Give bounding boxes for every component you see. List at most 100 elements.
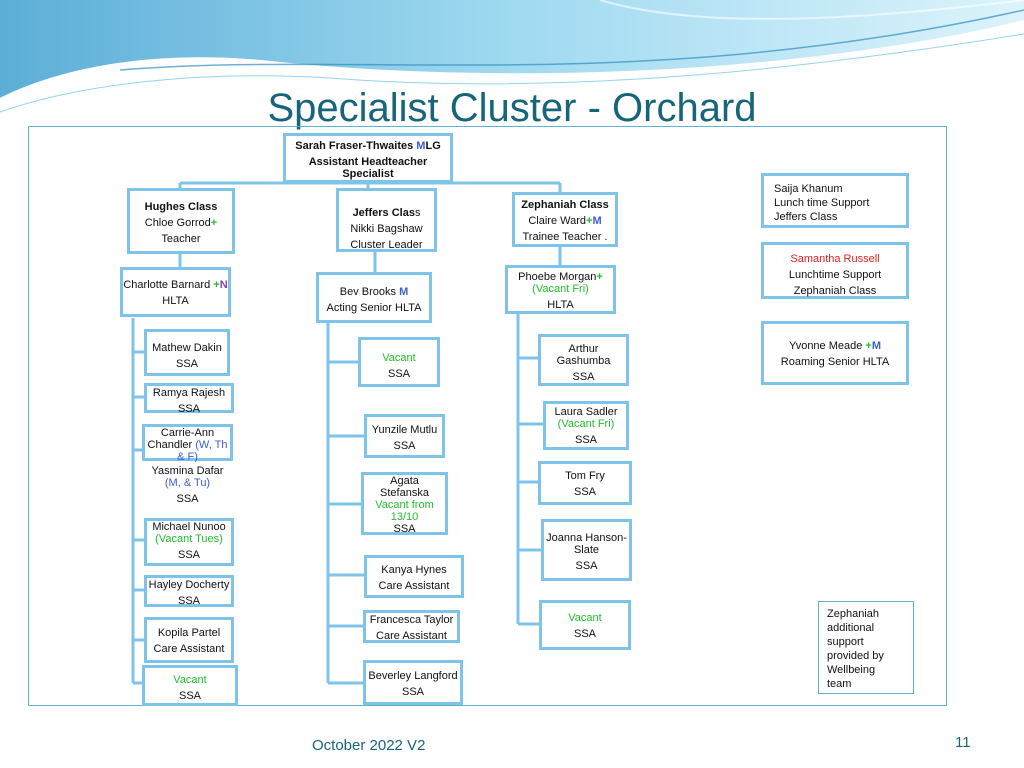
head-role-2: Specialist [342,168,394,180]
michael-name: Michael Nunoo [152,521,226,533]
left-vacant-role: SSA [178,690,201,702]
phoebe-box: Phoebe Morgan+ (Vacant Fri) HLTA [505,265,616,314]
charlotte-role: HLTA [162,295,189,307]
charlotte-box: Charlotte Barnard +N HLTA [120,267,231,317]
yasmina-box: Yasmina Dafar (M, & Tu) SSA [142,462,233,512]
charlotte-n-tag: N [219,279,228,291]
jeffers-class-box: Jeffers Class Nikki Bagshaw Cluster Lead… [336,188,437,252]
mathew-box: Mathew Dakin SSA [144,329,230,376]
saija-role-1: Lunch time Support [774,197,870,209]
head-role-1: Assistant Headteacher [308,156,428,168]
michael-note: (Vacant Tues) [155,533,223,545]
joanna-role: SSA [575,560,598,572]
tom-role: SSA [573,486,596,498]
right-vacant-box: Vacant SSA [539,600,631,650]
ramya-role: SSA [177,403,200,415]
phoebe-plus-tag: + [596,271,603,283]
agata-note-1: Vacant from [375,499,434,511]
page-number: 11 [955,734,971,751]
yvonne-role: Roaming Senior HLTA [780,356,890,368]
footer-version: October 2022 V2 [312,737,426,754]
joanna-name-2: Slate [573,544,600,556]
saija-box: Saija Khanum Lunch time Support Jeffers … [761,173,909,228]
jeffers-class-title-end: s [414,207,421,219]
wellbeing-note-line-1: Zephaniah [827,608,879,620]
arthur-name-1: Arthur [568,343,599,355]
zephaniah-class-title: Zephaniah Class [521,199,609,211]
zephaniah-class-box: Zephaniah Class Claire Ward+M Trainee Te… [512,192,618,247]
page-title: Specialist Cluster - Orchard [267,86,757,130]
right-vacant-name: Vacant [568,612,602,624]
wellbeing-note-line-6: team [827,678,852,690]
laura-role: SSA [574,434,597,446]
head-box: Sarah Fraser-Thwaites MLG Assistant Head… [283,133,453,183]
saija-name: Saija Khanum [774,183,843,195]
arthur-name-2: Gashumba [556,355,611,367]
yunzile-role: SSA [393,440,416,452]
mathew-role: SSA [175,358,198,370]
laura-note: (Vacant Fri) [557,418,615,430]
zephaniah-plus-tag: + [586,215,593,227]
hughes-plus-tag: + [210,217,218,229]
zephaniah-teacher-name: Claire Ward [528,215,587,227]
tom-name: Tom Fry [565,470,605,482]
kopila-box: Kopila Partel Care Assistant [144,617,234,663]
phoebe-name: Phoebe Morgan [518,271,597,283]
laura-box: Laura Sadler (Vacant Fri) SSA [543,401,629,450]
yasmina-days: (M, & Tu) [164,477,211,489]
phoebe-note: (Vacant Fri) [532,283,589,295]
right-vacant-role: SSA [573,628,596,640]
left-vacant-box: Vacant SSA [142,665,238,706]
mid-vacant-box: Vacant SSA [358,337,440,387]
samantha-name: Samantha Russell [790,253,880,265]
left-vacant-name: Vacant [173,674,207,686]
yvonne-m-tag: M [871,340,882,352]
kanya-role: Care Assistant [378,580,450,592]
charlotte-plus-tag: + [213,279,220,291]
kanya-name: Kanya Hynes [381,564,447,576]
wellbeing-note-line-3: support [827,636,864,648]
yasmina-name: Yasmina Dafar [151,465,224,477]
bev-box: Bev Brooks M Acting Senior HLTA [316,272,432,323]
joanna-box: Joanna Hanson- Slate SSA [541,519,632,581]
agata-name-1: Agata [390,475,419,487]
wellbeing-note-line-5: Wellbeing [827,664,876,676]
jeffers-class-title: Jeffers Clas [352,207,415,219]
jeffers-role: Cluster Leader [350,239,423,251]
samantha-box: Samantha Russell Lunchtime Support Zepha… [761,242,909,299]
bev-role: Acting Senior HLTA [326,302,422,314]
beverley-box: Beverley Langford SSA [363,660,463,705]
jeffers-teacher-name: Nikki Bagshaw [350,223,423,235]
yvonne-box: Yvonne Meade +M Roaming Senior HLTA [761,321,909,385]
carrie-days-1: (W, Th [195,439,228,451]
yvonne-name: Yvonne Meade [788,340,866,352]
hayley-box: Hayley Docherty SSA [144,575,234,607]
zephaniah-m-tag: M [592,215,602,227]
hughes-teacher-name: Chloe Gorrod [144,217,211,229]
samantha-role-2: Zephaniah Class [793,285,877,297]
agata-role: SSA [393,523,416,535]
carrie-name-1: Carrie-Ann [160,427,215,439]
phoebe-role: HLTA [547,299,574,311]
yunzile-box: Yunzile Mutlu SSA [364,414,445,458]
kopila-role: Care Assistant [153,643,225,655]
laura-name: Laura Sadler [554,406,618,418]
carrie-days-2: & F) [177,451,198,463]
francesca-role: Care Assistant [376,630,447,642]
agata-note-2: 13/10 [390,511,419,523]
yasmina-role: SSA [176,493,199,505]
mid-vacant-name: Vacant [382,352,416,364]
charlotte-name: Charlotte Barnard [123,279,214,291]
wellbeing-note-line-2: additional [827,622,875,634]
yunzile-name: Yunzile Mutlu [371,424,438,436]
mathew-name: Mathew Dakin [152,342,222,354]
hayley-role: SSA [177,595,200,607]
ramya-name: Ramya Rajesh [152,387,226,399]
arthur-role: SSA [572,371,595,383]
bev-m-tag: M [399,286,409,298]
agata-name-2: Stefanska [380,487,429,499]
mid-vacant-role: SSA [387,368,410,380]
hughes-class-title: Hughes Class [144,201,218,213]
hughes-class-box: Hughes Class Chloe Gorrod+ Teacher [127,188,235,254]
